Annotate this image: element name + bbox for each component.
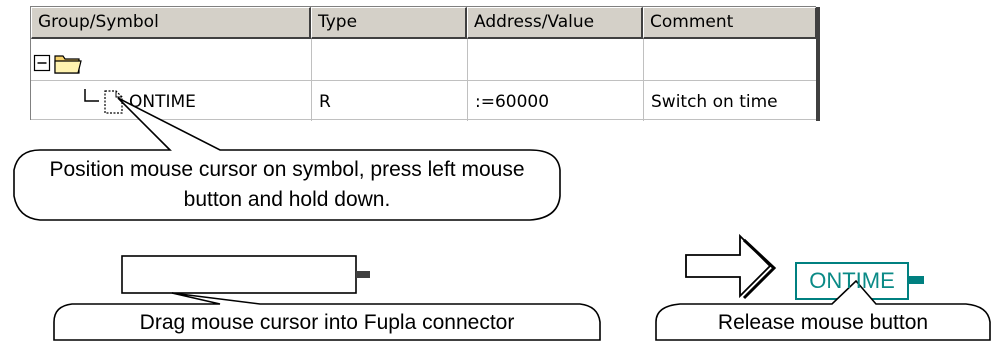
callout-step3-text: Release mouse button (717, 311, 929, 334)
callout-3-shape (655, 279, 991, 341)
document-icon (104, 90, 123, 114)
table-row[interactable]: ONTIME R :=60000 Switch on time (31, 81, 817, 119)
callout-step2: Drag mouse cursor into Fupla connector (56, 306, 598, 340)
callout-2-shape (53, 292, 601, 341)
symbol-value: :=60000 (475, 92, 550, 112)
right-arrow-icon (685, 233, 777, 300)
callout-step2-text: Drag mouse cursor into Fupla connector (139, 311, 515, 334)
callout-step1-text: Position mouse cursor on symbol, press l… (49, 158, 525, 211)
column-header-address-value[interactable]: Address/Value (467, 7, 643, 39)
symbol-table: Group/Symbol Type Address/Value Comment … (30, 6, 820, 121)
symbol-name[interactable]: ONTIME (129, 92, 196, 112)
tree-connector (84, 89, 99, 102)
column-header-group-symbol[interactable]: Group/Symbol (31, 7, 311, 39)
fupla-connector-empty[interactable] (121, 255, 370, 294)
callout-step3: Release mouse button (658, 306, 988, 340)
table-row-group[interactable] (33, 47, 93, 81)
column-header-type[interactable]: Type (311, 7, 467, 39)
folder-icon (54, 55, 82, 74)
group-row-icons (33, 54, 82, 74)
symbol-comment: Switch on time (651, 92, 778, 112)
callout-1-shape (13, 97, 561, 221)
column-header-comment[interactable]: Comment (643, 7, 817, 39)
callout-step1: Position mouse cursor on symbol, press l… (16, 152, 558, 218)
symbol-type: R (319, 92, 331, 112)
minus-box-icon[interactable] (33, 54, 51, 72)
table-frame-edge (816, 7, 820, 121)
connector-label: ONTIME (809, 268, 895, 293)
